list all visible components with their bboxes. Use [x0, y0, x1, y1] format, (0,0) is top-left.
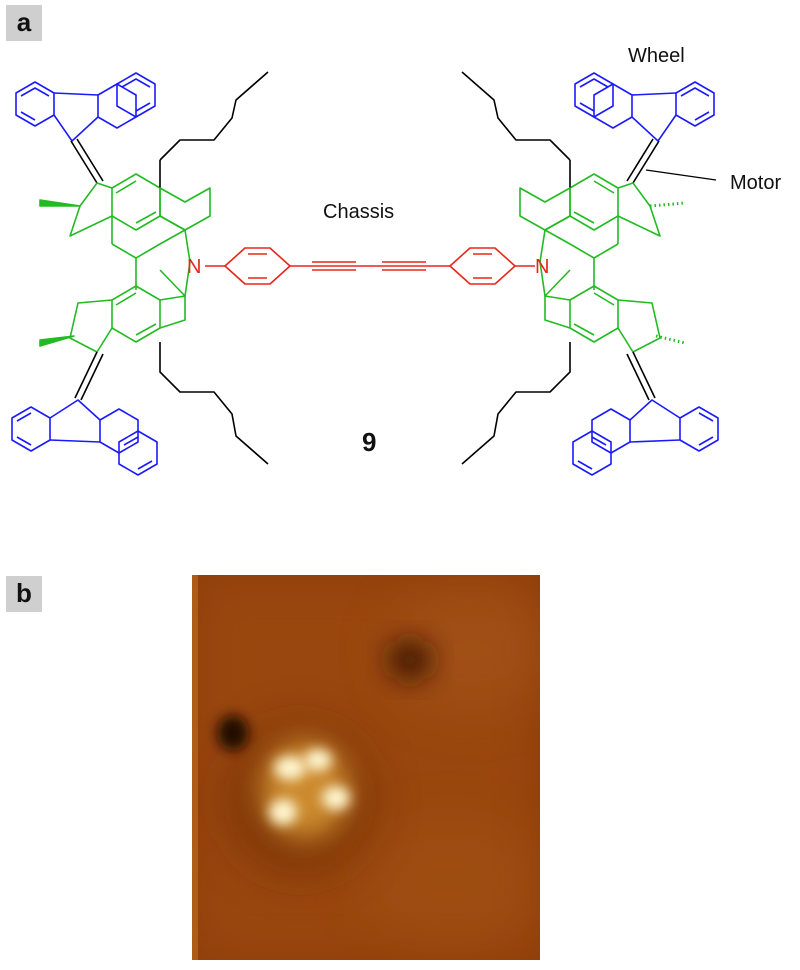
- nitrogen-left: N: [187, 256, 201, 278]
- hexyl-chain-ll: [159, 342, 269, 465]
- motor-lower-left: [69, 285, 186, 353]
- chassis: [205, 247, 535, 285]
- chassis-label: Chassis: [323, 201, 394, 223]
- hexyl-chain-ul: [159, 71, 269, 161]
- hexyl-chain-ur: [461, 71, 571, 161]
- carbazole-core-left: [111, 216, 191, 297]
- wheel-lower-left: [11, 399, 158, 476]
- motor-lower-right: [544, 285, 661, 353]
- motor-upper-left: [69, 160, 211, 237]
- motor-upper-right: [519, 160, 661, 237]
- molecule-structure: [11, 71, 719, 476]
- wheel-label: Wheel: [628, 45, 685, 67]
- compound-number: 9: [362, 427, 376, 457]
- wheel-upper-left: [15, 72, 156, 142]
- motor-pointer-line: [645, 169, 717, 181]
- panel-label-b: b: [6, 576, 42, 612]
- hexyl-chain-lr: [461, 342, 571, 465]
- stm-image: [192, 575, 540, 960]
- panel-label-a: a: [6, 5, 42, 41]
- nitrogen-right: N: [535, 256, 549, 278]
- wheel-upper-right: [574, 72, 715, 142]
- motor-label: Motor: [730, 172, 781, 194]
- carbazole-core-right: [539, 216, 619, 297]
- wheel-lower-right: [572, 399, 719, 476]
